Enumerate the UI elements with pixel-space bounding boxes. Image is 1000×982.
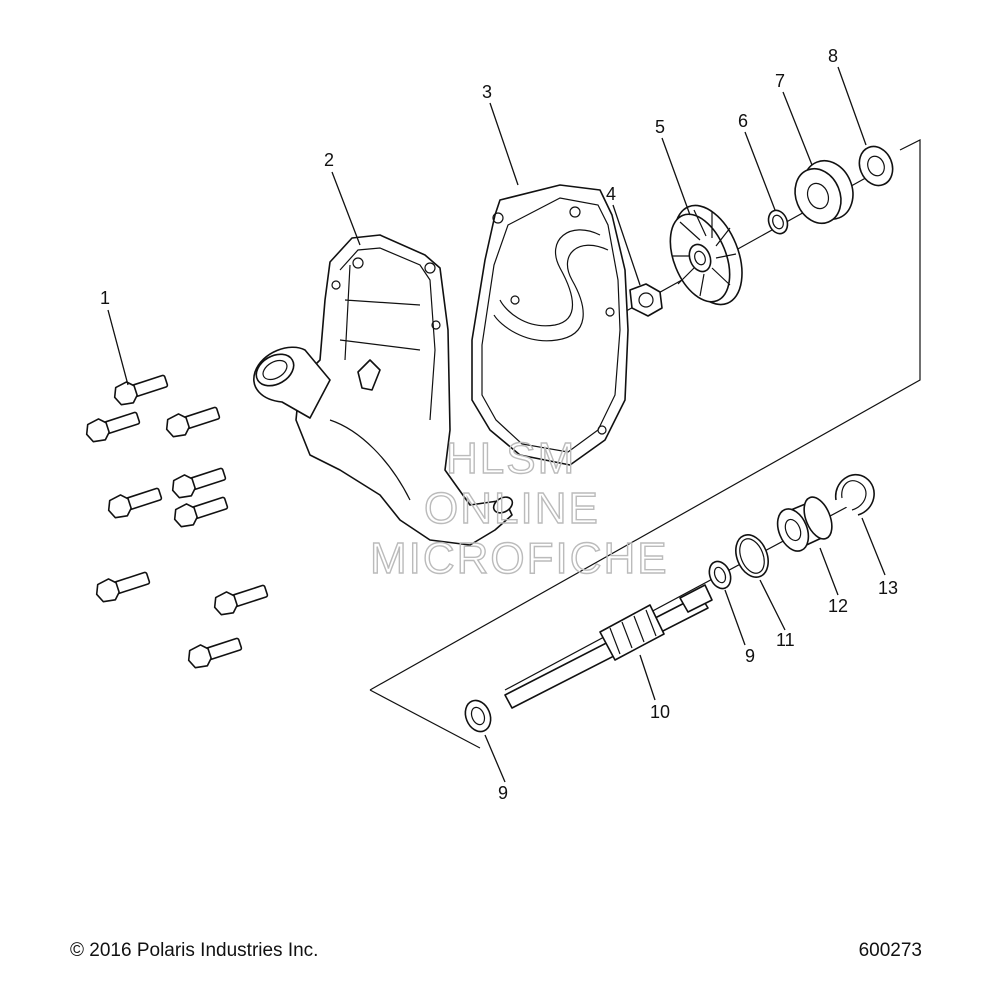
o-ring: [735, 534, 769, 578]
bolt: [85, 411, 141, 443]
leader-lines: [107, 66, 886, 783]
callout-7: 7: [775, 71, 785, 91]
shaft-washer-upper: [708, 560, 732, 590]
bolt: [173, 496, 229, 528]
watermark-line-1: HLSM: [446, 434, 576, 483]
callout-11: 11: [776, 630, 795, 650]
bolt: [171, 467, 227, 499]
oil-seal: [858, 145, 894, 187]
callout-2: 2: [324, 150, 334, 170]
callout-12: 12: [828, 596, 848, 616]
callout-4: 4: [606, 184, 616, 204]
copyright-notice: © 2016 Polaris Industries Inc.: [70, 940, 319, 961]
bearing: [776, 496, 833, 552]
mechanical-seal: [794, 159, 854, 225]
impeller-nut: [629, 283, 663, 317]
bolt: [165, 406, 221, 438]
watermark-line-3: MICROFICHE: [370, 534, 669, 583]
callout-1: 1: [100, 288, 110, 308]
callout-13: 13: [878, 578, 898, 598]
callout-9-lower: 9: [498, 783, 508, 803]
bolt: [113, 374, 169, 406]
shaft-washer-lower: [464, 699, 492, 733]
callout-9-upper: 9: [745, 646, 755, 666]
callout-8: 8: [828, 46, 838, 66]
bolt: [187, 637, 243, 669]
callout-10: 10: [650, 702, 670, 722]
small-washer: [767, 209, 789, 235]
callout-3: 3: [482, 82, 492, 102]
bolt: [213, 584, 269, 616]
pump-cover: [253, 234, 514, 546]
impeller: [669, 204, 743, 306]
watermark: HLSM ONLINE MICROFICHE: [369, 433, 669, 583]
figure-number: 600273: [858, 940, 922, 961]
gasket: [471, 184, 629, 466]
bolt: [95, 571, 151, 603]
callout-5: 5: [655, 117, 665, 137]
snap-ring: [835, 473, 875, 516]
callout-6: 6: [738, 111, 748, 131]
watermark-line-2: ONLINE: [424, 484, 600, 533]
bolt-group: [85, 374, 269, 669]
assembly-outline: [369, 139, 921, 749]
bolt: [107, 487, 163, 519]
pump-shaft: [504, 584, 713, 709]
